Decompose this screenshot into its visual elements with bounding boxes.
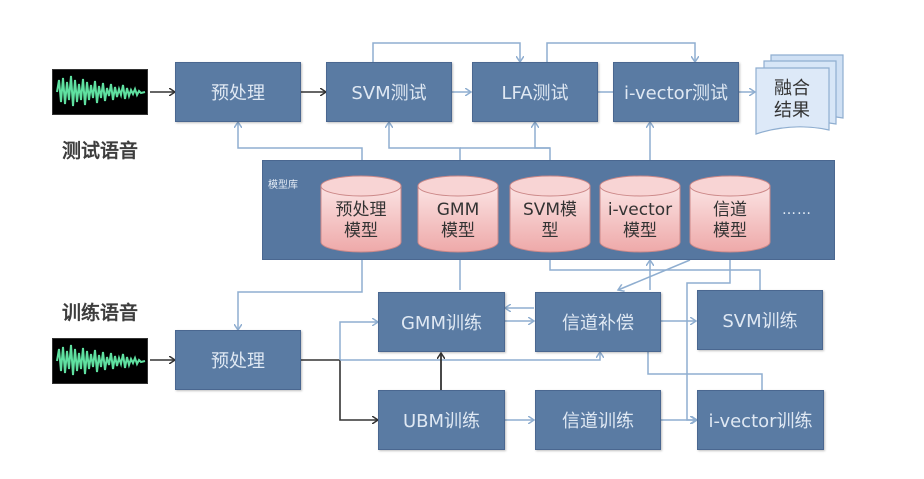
database-cylinder-icon bbox=[599, 175, 681, 253]
waveform-icon bbox=[56, 344, 146, 376]
fusion-result-label: 融合 结果 bbox=[764, 78, 820, 122]
preprocess-to-ubm bbox=[301, 359, 378, 420]
train-speech-label: 训练语音 bbox=[62, 302, 139, 324]
preprocess-to-gmm bbox=[339, 322, 378, 360]
lfa-test-box: LFA测试 bbox=[472, 62, 598, 122]
ubm-train-box: UBM训练 bbox=[378, 390, 505, 450]
train-preprocess-box: 预处理 bbox=[175, 330, 301, 390]
model-name-line1: 信道 bbox=[713, 200, 747, 220]
gmm-train-box: GMM训练 bbox=[378, 292, 505, 352]
waveform-icon bbox=[56, 75, 146, 107]
database-cylinder-icon bbox=[417, 175, 499, 253]
model-name-line2: 型 bbox=[541, 221, 559, 241]
model-name-line1: GMM bbox=[436, 200, 480, 220]
test-preprocess-box: 预处理 bbox=[175, 62, 301, 122]
channel-compensation-box: 信道补偿 bbox=[535, 292, 661, 352]
lib-to-svm bbox=[389, 122, 461, 160]
database-cylinder-icon bbox=[689, 175, 771, 253]
model-name-line2: 模型 bbox=[713, 221, 747, 241]
lib-svm-loop bbox=[549, 260, 761, 290]
lib-to-channel-comp-diag bbox=[618, 259, 691, 290]
database-cylinder-icon bbox=[320, 175, 402, 253]
model-cylinder: 信道模型 bbox=[688, 174, 772, 254]
lib-to-train-preprocess bbox=[238, 260, 363, 330]
model-library-title: 模型库 bbox=[268, 180, 298, 191]
loop-lfa-to-ivector bbox=[546, 42, 695, 62]
ivector-test-box: i-vector测试 bbox=[613, 62, 739, 122]
more-models-ellipsis: …… bbox=[782, 202, 812, 218]
model-name-line2: 模型 bbox=[623, 221, 657, 241]
fusion-result-line1: 融合 bbox=[774, 78, 810, 99]
model-name-line1: 预处理 bbox=[335, 200, 387, 220]
model-name-line1: SVM模 bbox=[522, 200, 578, 220]
svm-test-box: SVM测试 bbox=[326, 62, 452, 122]
fusion-result-line2: 结果 bbox=[774, 100, 810, 121]
svm-train-box: SVM训练 bbox=[697, 290, 823, 350]
database-cylinder-icon bbox=[509, 175, 591, 253]
loop-svm-to-lfa bbox=[372, 42, 520, 62]
model-name-line2: 模型 bbox=[441, 221, 475, 241]
ivector-train-box: i-vector训练 bbox=[697, 390, 824, 450]
preprocess-to-channel-comp bbox=[340, 352, 600, 361]
channel-train-box: 信道训练 bbox=[535, 390, 661, 450]
test-speech-label: 测试语音 bbox=[62, 140, 139, 162]
model-cylinder: 预处理模型 bbox=[319, 174, 403, 254]
model-cylinder: SVM模型 bbox=[508, 174, 592, 254]
lib-to-preprocess bbox=[238, 122, 363, 160]
channel-comp-to-ivector-loop bbox=[647, 352, 763, 390]
model-name-line1: i-vector bbox=[607, 200, 673, 220]
train-waveform-image bbox=[52, 338, 148, 384]
test-waveform-image bbox=[52, 69, 148, 115]
model-name-line2: 模型 bbox=[344, 221, 378, 241]
